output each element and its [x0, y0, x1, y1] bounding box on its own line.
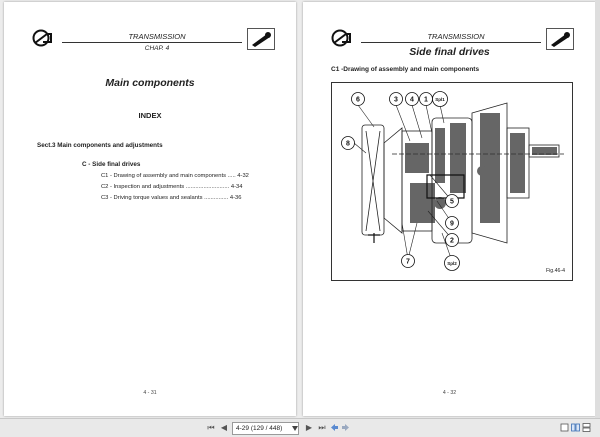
- toc-item: C2 - Inspection and adjustments ........…: [101, 184, 243, 190]
- callout-label: 3: [394, 97, 398, 104]
- figure-label: Fig.46-4: [545, 268, 565, 274]
- header-divider: [361, 42, 541, 43]
- viewer-toolbar: ⏮ ◀ 4-29 (129 / 448) ▶ ⏭: [0, 418, 600, 437]
- previous-page-button[interactable]: ◀: [220, 423, 228, 432]
- assembly-drawing: 6 3 4 1 Spl1 8 5 9 2 7 Spl2 Fig.46-4: [331, 82, 573, 281]
- page-title: Main components: [105, 77, 195, 89]
- back-icon[interactable]: [330, 423, 339, 432]
- page-number: 4 - 32: [442, 390, 457, 396]
- page-number-field[interactable]: 4-29 (129 / 448): [232, 422, 299, 435]
- company-logo-icon: [32, 29, 52, 47]
- callout-label: 6: [356, 97, 360, 104]
- callout-label: Spl2: [447, 261, 457, 266]
- next-page-button[interactable]: ▶: [305, 423, 313, 432]
- last-page-button[interactable]: ⏭: [318, 423, 326, 432]
- index-heading: INDEX: [138, 111, 162, 120]
- assembly-drawing-graphic: 6 3 4 1 Spl1 8 5 9 2 7 Spl2: [341, 91, 564, 271]
- company-logo-icon: [331, 29, 351, 47]
- callout-label: 4: [410, 97, 414, 104]
- page-header: TRANSMISSION CHAP. 4: [32, 23, 282, 52]
- page-number: 4 - 31: [143, 390, 157, 396]
- callout-label: 7: [406, 259, 410, 266]
- two-page-view-icon[interactable]: [571, 423, 580, 432]
- page-title: Side final drives: [409, 46, 490, 58]
- toc-item: C1 - Drawing of assembly and main compon…: [101, 173, 249, 179]
- forward-icon[interactable]: [341, 423, 350, 432]
- callout-label: Spl1: [435, 97, 445, 102]
- subsection-heading: C - Side final drives: [82, 161, 141, 168]
- wrench-icon: [247, 28, 275, 50]
- chevron-down-icon[interactable]: [292, 426, 298, 431]
- callout-label: 9: [450, 221, 454, 228]
- page-left: TRANSMISSION CHAP. 4 Main components IND…: [4, 2, 296, 416]
- callout-label: 1: [424, 97, 428, 104]
- wrench-icon: [546, 28, 574, 50]
- first-page-button[interactable]: ⏮: [207, 423, 215, 432]
- callout-label: 8: [346, 141, 350, 148]
- callout-label: 2: [450, 238, 454, 245]
- header-title: TRANSMISSION: [128, 32, 186, 41]
- document-viewer: TRANSMISSION CHAP. 4 Main components IND…: [4, 0, 600, 418]
- single-page-view-icon[interactable]: [560, 423, 569, 432]
- vertical-scrollbar[interactable]: [595, 0, 600, 418]
- callout-label: 5: [450, 199, 454, 206]
- toc-item: C3 - Driving torque values and sealants …: [101, 195, 242, 201]
- header-divider: [62, 42, 242, 43]
- section-heading: C1 -Drawing of assembly and main compone…: [331, 66, 480, 73]
- header-title: TRANSMISSION: [427, 32, 485, 41]
- header-chapter: CHAP. 4: [144, 45, 170, 52]
- section-heading: Sect.3 Main components and adjustments: [37, 142, 163, 149]
- page-right: TRANSMISSION Side final drives C1 -Drawi…: [303, 2, 596, 416]
- page-header: TRANSMISSION: [331, 23, 581, 51]
- continuous-view-icon[interactable]: [582, 423, 591, 432]
